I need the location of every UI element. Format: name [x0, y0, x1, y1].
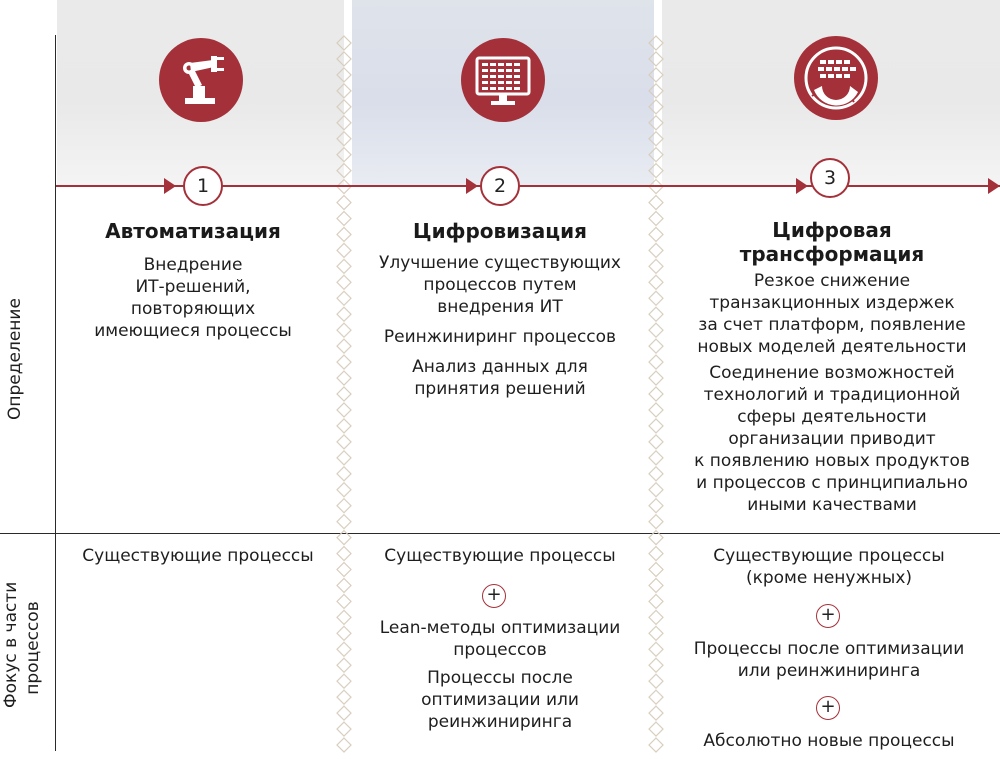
stage-2-definition: Цифровизация Улучшение существующих проц… [352, 219, 648, 400]
stage-2-title: Цифровизация [413, 219, 587, 243]
definition-line: Внедрение [143, 255, 243, 275]
stage-3-focus-a: Существующие процессы (кроме ненужных) [664, 545, 994, 589]
stage-2-focus-b: Lean-методы оптимизации процессов Процес… [352, 617, 648, 733]
stage-3-marker: 3 [810, 158, 850, 198]
stage-1-definition: Автоматизация Внедрение ИТ-решений, повт… [60, 219, 326, 342]
definition-line: новых моделей деятельности [697, 337, 967, 357]
definition-line: иными качествами [747, 495, 917, 515]
focus-item: Lean-методы оптимизации [379, 618, 621, 638]
plus-icon: + [482, 584, 506, 608]
definition-line: Улучшение существующих [378, 253, 621, 273]
definition-line: транзакционных издержек [709, 293, 955, 313]
timeline-line [56, 185, 1000, 187]
focus-item: (кроме ненужных) [745, 568, 913, 588]
focus-item: Существующие процессы [82, 546, 314, 566]
definition-line: технологий и традиционной [703, 385, 961, 405]
timeline-arrow-1 [164, 178, 176, 194]
stage-2-marker: 2 [480, 166, 520, 206]
stage-3-definition: Цифровая трансформация Резкое снижение т… [664, 218, 1000, 516]
definition-line: сферы деятельности [737, 407, 927, 427]
row-label-definition: Определение [5, 298, 25, 420]
focus-item: реинжиниринга [427, 712, 573, 732]
timeline-arrow-3 [796, 178, 808, 194]
stage-1-title: Автоматизация [105, 219, 281, 243]
stage-1-focus: Существующие процессы [60, 545, 336, 567]
stage-3-title-line1: Цифровая [772, 218, 892, 242]
definition-line: организации приводит [728, 429, 936, 449]
definition-line: ИТ-решений, [135, 277, 251, 297]
definition-line: Резкое снижение [753, 271, 911, 291]
stage-1-marker: 1 [183, 166, 223, 206]
definition-line: Соединение возможностей [709, 363, 955, 383]
focus-item: Существующие процессы [713, 546, 945, 566]
plus-icon: + [816, 604, 840, 628]
robot-arm-icon [159, 38, 243, 122]
focus-item: или реинжиниринга [737, 661, 921, 681]
stage-3-focus-c: Абсолютно новые процессы [664, 730, 994, 752]
timeline-arrow-2 [466, 178, 478, 194]
row-label-focus: Фокус в части процессов [1, 581, 43, 708]
stage-3-title-line2: трансформация [739, 242, 925, 266]
definition-line: за счет платформ, появление [698, 315, 966, 335]
left-axis-line [55, 35, 56, 751]
focus-item: оптимизации или [421, 690, 579, 710]
focus-item: Существующие процессы [384, 546, 616, 566]
focus-item: Процессы после [427, 668, 573, 688]
column-divider-1 [336, 35, 352, 753]
definition-line: Реинжиниринг процессов [383, 327, 617, 347]
definition-line: и процессов с принципиально [696, 473, 968, 493]
definition-line: к появлению новых продуктов [694, 451, 970, 471]
definition-line: внедрения ИТ [437, 297, 563, 317]
transformation-wheel-icon [794, 36, 878, 120]
stage-3-focus-b: Процессы после оптимизации или реинжинир… [664, 638, 994, 682]
definition-line: Анализ данных для [412, 357, 588, 377]
column-divider-2 [648, 35, 664, 753]
definition-line: имеющиеся процессы [94, 321, 292, 341]
plus-icon: + [816, 696, 840, 720]
section-divider-line [0, 533, 1000, 534]
monitor-grid-icon [461, 38, 545, 122]
definition-line: повторяющих [130, 299, 256, 319]
focus-item: Процессы после оптимизации [693, 639, 965, 659]
timeline-arrow-end [988, 178, 1000, 194]
definition-line: процессов путем [423, 275, 577, 295]
stage-2-focus-a: Существующие процессы [352, 545, 648, 567]
focus-item: Абсолютно новые процессы [703, 731, 955, 751]
focus-item: процессов [453, 640, 547, 660]
definition-line: принятия решений [414, 379, 586, 399]
